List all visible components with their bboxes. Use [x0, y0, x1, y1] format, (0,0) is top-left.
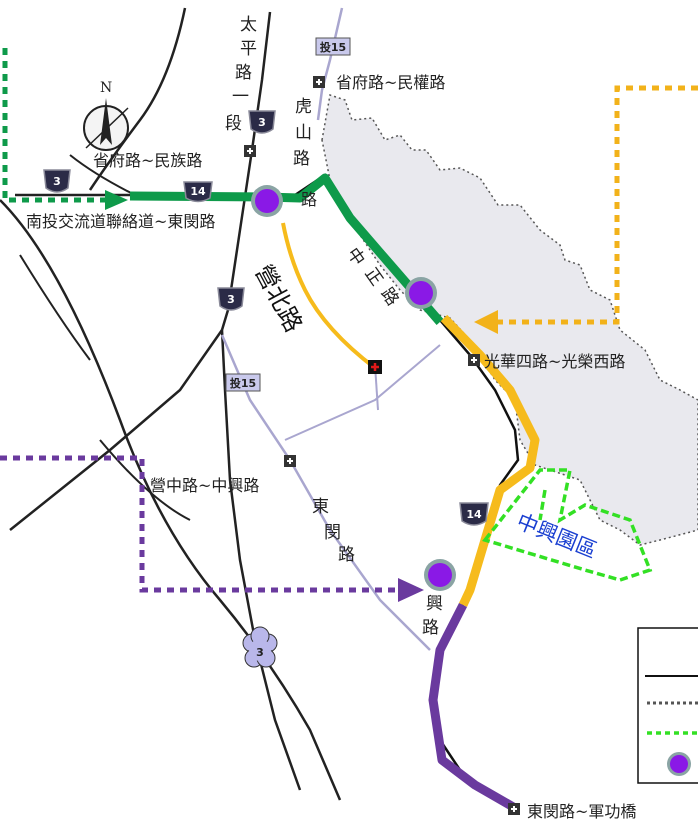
junction-marker — [508, 803, 520, 815]
zhongxing-park-label: 中興園區 — [513, 509, 600, 563]
svg-text:段: 段 — [225, 114, 242, 134]
taiping-road-label: 太 平 路 一 段 — [225, 15, 257, 134]
road-county15-top — [316, 7, 344, 121]
svg-text:興: 興 — [426, 594, 443, 614]
county-route-15-shield: 投15 — [315, 37, 351, 56]
yingbei-road-label: 營北路 — [249, 260, 308, 337]
svg-text:投15: 投15 — [320, 40, 346, 54]
station-marker-zhongxing — [424, 559, 456, 591]
legend — [637, 627, 698, 784]
svg-text:路: 路 — [235, 63, 252, 83]
label-shengfu-minquan: 省府路~民權路 — [336, 73, 445, 92]
svg-text:3: 3 — [227, 293, 235, 306]
orange-dashed-entry — [498, 85, 698, 325]
north-label: N — [100, 80, 112, 96]
road-prov3-south — [220, 329, 302, 791]
road-diag-south — [9, 329, 224, 531]
svg-text:一: 一 — [232, 87, 249, 107]
svg-text:路: 路 — [422, 618, 439, 638]
provincial-route-3-shield: 3 — [43, 169, 71, 193]
road-light-horizontal — [284, 344, 441, 441]
junction-marker — [468, 354, 480, 366]
legend-station-marker — [667, 752, 691, 776]
label-dongyan-jungong: 東閔路~軍功橋 — [527, 802, 636, 821]
orange-arrow-head — [474, 310, 498, 334]
label-yingzhong-zhongxing: 營中路~中興路 — [150, 476, 259, 495]
hospital-marker — [368, 360, 382, 374]
label-nantou-connector: 南投交流道聯絡道~東閔路 — [26, 212, 215, 231]
svg-text:路: 路 — [338, 545, 355, 565]
svg-text:中: 中 — [342, 244, 368, 269]
svg-text:投15: 投15 — [230, 376, 256, 390]
label-shengfu-minzu: 省府路~民族路 — [93, 151, 202, 170]
county-route-15-shield: 投15 — [225, 373, 261, 392]
purple-route — [428, 602, 518, 812]
route14-road-fragment: 路 — [301, 190, 317, 209]
svg-text:3: 3 — [258, 116, 266, 129]
road-left-diag — [19, 254, 91, 361]
station-marker-zhongzheng — [405, 277, 437, 309]
road-left-branch — [69, 154, 136, 196]
road-taiping — [220, 11, 272, 331]
label-guanghua-guangrong: 光華四路~光榮西路 — [484, 352, 625, 371]
zhongxing-road-label: 興 路 — [422, 594, 443, 638]
junction-marker — [284, 455, 296, 467]
svg-text:平: 平 — [240, 39, 257, 59]
svg-text:虎: 虎 — [295, 97, 312, 117]
junction-marker — [313, 76, 325, 88]
provincial-route-3-shield: 3 — [217, 287, 245, 311]
provincial-route-3-shield: 3 — [248, 110, 276, 134]
purple-dashed-entry — [0, 455, 398, 593]
dongyan-road-label: 東 閔 路 — [312, 497, 355, 565]
yellow-route-yingbei — [281, 222, 377, 370]
yellow-route-east — [440, 314, 540, 607]
svg-text:3: 3 — [256, 646, 264, 659]
provincial-route-14-shield: 14 — [459, 502, 489, 526]
station-marker-nantou — [251, 185, 283, 217]
green-arrow-head — [105, 190, 128, 210]
purple-arrow-head — [398, 578, 424, 602]
svg-text:3: 3 — [53, 175, 61, 188]
provincial-route-3-flower-shield: 3 — [242, 626, 278, 668]
provincial-route-14-shield: 14 — [183, 181, 213, 203]
svg-text:太: 太 — [240, 15, 257, 35]
svg-text:東: 東 — [312, 497, 329, 517]
junction-marker — [244, 145, 256, 157]
north-arrow-icon: N — [83, 80, 129, 151]
park-boundary — [482, 468, 653, 582]
svg-text:山: 山 — [295, 123, 312, 143]
road-left-curve2 — [99, 439, 191, 521]
road-curve-left — [88, 7, 187, 191]
hushan-road-label: 虎 山 路 — [293, 97, 312, 169]
svg-text:14: 14 — [466, 508, 482, 521]
svg-text:閔: 閔 — [324, 523, 341, 543]
svg-text:14: 14 — [190, 185, 206, 198]
svg-text:路: 路 — [293, 149, 310, 169]
